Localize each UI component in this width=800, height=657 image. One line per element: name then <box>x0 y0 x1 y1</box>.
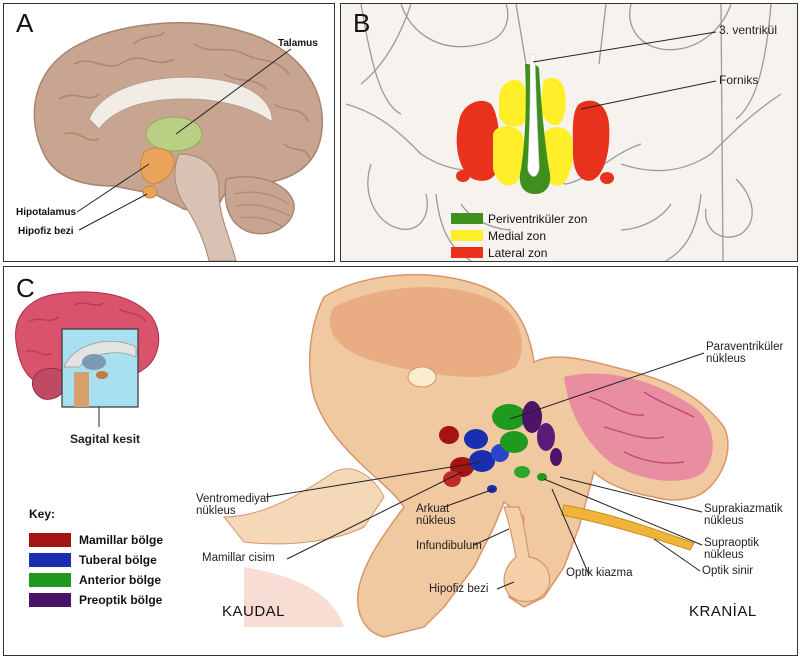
panel-c: C Sagital kesit Paraventriküler nükleus … <box>3 266 798 656</box>
key-swatch-blue <box>29 553 71 567</box>
medial-zone-3 <box>493 126 524 185</box>
region-key: Key: Mamillar bölge Tuberal bölge Anteri… <box>29 507 163 610</box>
kaudal-label: KAUDAL <box>222 603 285 620</box>
forniks-label: Forniks <box>719 74 758 87</box>
key-swatch-red <box>29 533 71 547</box>
key-label-tuberal: Tuberal bölge <box>79 553 157 567</box>
talamus-region <box>146 117 202 151</box>
key-row-tuberal: Tuberal bölge <box>29 550 163 570</box>
panel-a: A Talamus Hipotalamus Hipofiz bezi <box>3 3 335 262</box>
key-label-anterior: Anterior bölge <box>79 573 161 587</box>
legend-label-medial: Medial zon <box>488 229 546 243</box>
key-row-preoptik: Preoptik bölge <box>29 590 163 610</box>
legend-row-medial: Medial zon <box>451 227 587 244</box>
supraoptik-label: Supraoptik nükleus <box>704 537 759 561</box>
legend-swatch-red <box>451 247 483 258</box>
key-row-mamillar: Mamillar bölge <box>29 530 163 550</box>
talamus-label: Talamus <box>278 38 318 49</box>
paraventrikuler-label: Paraventriküler nükleus <box>706 341 783 365</box>
sagital-kesit-caption: Sagital kesit <box>70 433 140 446</box>
key-label-preoptik: Preoptik bölge <box>79 593 162 607</box>
legend-label-lateral: Lateral zon <box>488 246 547 260</box>
key-swatch-green <box>29 573 71 587</box>
infundibulum-label: Infundibulum <box>416 540 482 552</box>
hipofiz-label: Hipofiz bezi <box>18 226 74 237</box>
panel-b-letter: B <box>353 8 370 39</box>
medial-zone-2 <box>541 78 566 125</box>
panel-a-letter: A <box>16 8 33 39</box>
legend-row-lateral: Lateral zon <box>451 244 587 261</box>
lateral-zone-right <box>573 101 610 181</box>
suprakiazmatik-label: Suprakiazmatik nükleus <box>704 503 783 527</box>
mamillar-cisim-label: Mamillar cisim <box>202 552 275 564</box>
hipofiz-bezi-label: Hipofiz bezi <box>429 583 488 595</box>
key-swatch-purple <box>29 593 71 607</box>
optik-kiazma-label: Optik kiazma <box>566 567 632 579</box>
key-title: Key: <box>29 507 163 521</box>
inset-brain <box>16 292 159 427</box>
kranial-label: KRANİAL <box>689 603 757 620</box>
legend-swatch-yellow <box>451 230 483 241</box>
ventricle-label: 3. ventrikül <box>719 24 777 37</box>
legend-row-periventricular: Periventriküler zon <box>451 210 587 227</box>
legend-label-periventricular: Periventriküler zon <box>488 212 587 226</box>
medial-zone-1 <box>499 80 527 127</box>
key-row-anterior: Anterior bölge <box>29 570 163 590</box>
arkuat-label: Arkuat nükleus <box>416 503 456 527</box>
key-label-mamillar: Mamillar bölge <box>79 533 163 547</box>
panel-c-letter: C <box>16 273 35 304</box>
panel-b: B 3. ventrikül Forniks Periventriküler z… <box>340 3 798 262</box>
optik-sinir-label: Optik sinir <box>702 565 753 577</box>
legend-swatch-green <box>451 213 483 224</box>
hipotalamus-label: Hipotalamus <box>16 207 76 218</box>
ventromediyal-label: Ventromediyal nükleus <box>196 493 269 517</box>
zone-legend: Periventriküler zon Medial zon Lateral z… <box>451 210 587 261</box>
